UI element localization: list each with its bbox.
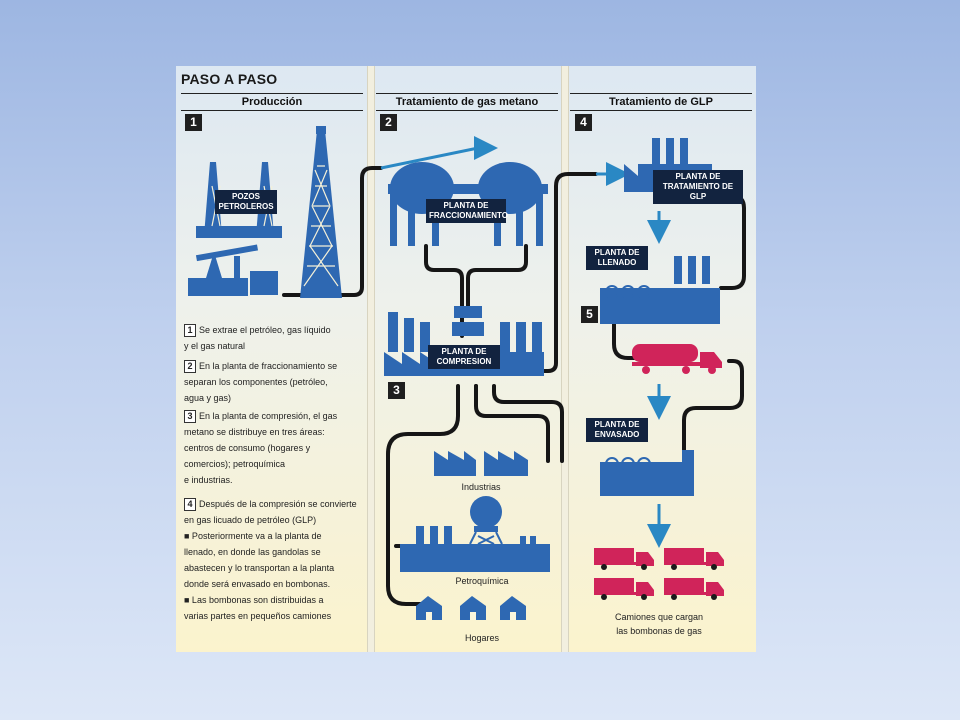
envasado-plant <box>600 450 694 496</box>
label-hogares: Hogares <box>464 633 500 643</box>
distribution-trucks <box>594 548 724 596</box>
step-text-line: Después de la compresión se convierte <box>199 499 357 509</box>
industrias-plant <box>434 451 528 476</box>
step-text-line: Se extrae el petróleo, gas líquido <box>199 325 331 335</box>
label-planta-compresion: PLANTA DE COMPRESION <box>428 345 500 369</box>
step-text-line: y el gas natural <box>184 341 246 351</box>
step-text-line: agua y gas) <box>184 393 232 403</box>
step-number-4: 4 <box>575 114 592 131</box>
step-badge: 4 <box>184 498 196 512</box>
oil-derricks <box>188 126 342 298</box>
step-text-line: separan los componentes (petróleo, <box>184 377 328 387</box>
label-pozos-petroleros: POZOS PETROLEROS <box>215 190 277 214</box>
step-text-line: ■ Posteriormente va a la planta de <box>184 531 322 541</box>
step-text-line: centros de consumo (hogares y <box>184 443 311 453</box>
column-produccion <box>176 66 368 652</box>
header-produccion: Producción <box>181 93 363 111</box>
column-divider <box>561 66 569 652</box>
hogares-houses <box>416 596 526 620</box>
label-planta-llenado: PLANTA DE LLENADO <box>586 246 648 270</box>
step-text-line: metano se distribuye en tres áreas: <box>184 427 325 437</box>
step-badge: 3 <box>184 410 196 424</box>
step-text-line: e industrias. <box>184 475 233 485</box>
label-planta-tratamiento-glp: PLANTA DE TRATAMIENTO DE GLP <box>653 170 743 204</box>
step-text-line: varias partes en pequeños camiones <box>184 611 332 621</box>
llenado-plant <box>600 256 720 324</box>
label-planta-fraccionamiento: PLANTA DE FRACCIONAMIENTO <box>426 199 508 223</box>
step-text-line: llenado, en donde las gandolas se <box>184 547 321 557</box>
label-industrias: Industrias <box>461 482 501 492</box>
step-text-line: ■ Las bombonas son distribuidas a <box>184 595 324 605</box>
step-text-line: En la planta de fraccionamiento se <box>199 361 338 371</box>
header-metano: Tratamiento de gas metano <box>376 93 558 111</box>
label-planta-envasado: PLANTA DE ENVASADO <box>586 418 648 442</box>
step-badge: 1 <box>184 324 196 338</box>
step-number-3: 3 <box>388 382 405 399</box>
pipelines <box>282 166 746 606</box>
flow-arrows <box>380 136 671 548</box>
petroquimica-plant <box>400 496 550 572</box>
step-text-line: donde será envasado en bombonas. <box>184 579 331 589</box>
label-camiones-line2: las bombonas de gas <box>616 626 702 636</box>
step-badge: 2 <box>184 360 196 374</box>
header-glp: Tratamiento de GLP <box>570 93 752 111</box>
infographic: PASO A PASO Producción Tratamiento de ga… <box>176 66 756 652</box>
column-divider <box>367 66 375 652</box>
step-text-line: comercios); petroquímica <box>184 459 286 469</box>
page-title: PASO A PASO <box>181 71 278 87</box>
label-camiones-line1: Camiones que cargan <box>614 612 704 622</box>
tanker-truck <box>632 344 722 374</box>
step-number-1: 1 <box>185 114 202 131</box>
step-text-line: en gas licuado de petróleo (GLP) <box>184 515 317 525</box>
label-petroquimica: Petroquímica <box>455 576 509 586</box>
step-text-line: abastecen y lo transportan a la planta <box>184 563 335 573</box>
step-number-2: 2 <box>380 114 397 131</box>
step-number-5: 5 <box>581 306 598 323</box>
step-text-line: En la planta de compresión, el gas <box>199 411 338 421</box>
process-illustration <box>188 126 746 620</box>
